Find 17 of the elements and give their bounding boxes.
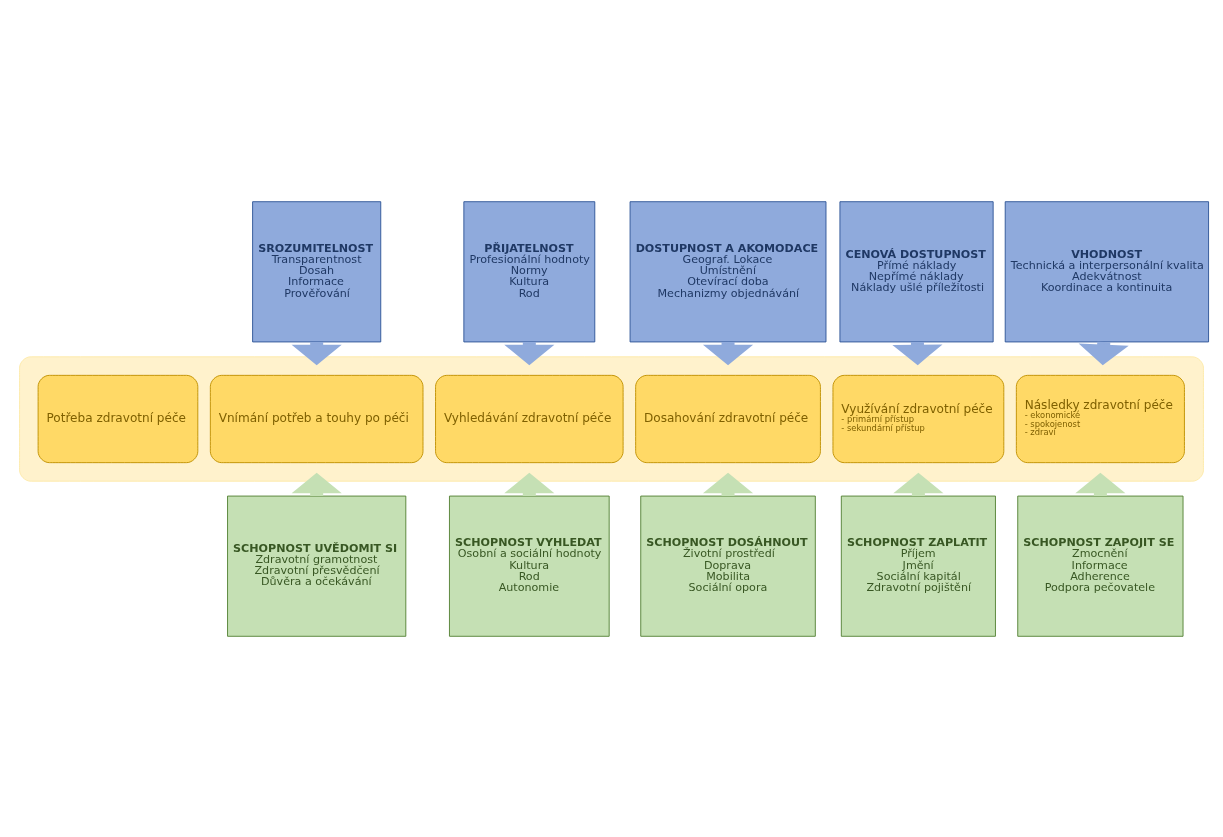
node-box: Vyhledávání zdravotní péče <box>435 374 624 463</box>
node-box: SCHOPNOST ZAPOJIT SE Zmocnění Informace Adherence Podpora pečovatele <box>1017 495 1184 637</box>
node-box: Vnímání potřeb a touhy po péči <box>209 374 424 463</box>
node-box: CENOVÁ DOSTUPNOST Přímé náklady Nepřímé náklady Náklady ušlé příležitosti <box>839 200 994 342</box>
node-box: SCHOPNOST UVĚDOMIT SI Zdravotní gramotnost Zdravotní přesvědčení Důvěra a očekávání <box>227 495 407 637</box>
node-box: VHODNOST Technická a interpersonální kvalita Adekvátnost Koordinace a kontinuita <box>1004 200 1210 342</box>
node-box: SROZUMITELNOST Transparentnost Dosah Informace Prověřování <box>252 200 382 342</box>
node-box: SCHOPNOST DOSÁHNOUT Životní prostředí Doprava Mobilita Sociální opora <box>640 495 816 637</box>
node-box: PŘIJATELNOST Profesionální hodnoty Normy Kultura Rod <box>463 200 596 342</box>
node-box: Potřeba zdravotní péče <box>37 374 199 463</box>
node-box: SCHOPNOST VYHLEDAT Osobní a sociální hodnoty Kultura Rod Autonomie <box>449 495 610 637</box>
node-box: Využívání zdravotní péče - primární přístup - sekundární přístup <box>832 374 1005 463</box>
node-box: DOSTUPNOST A AKOMODACE Geograf. Lokace Umístnění Otevírací doba Mechanizmy objednávání <box>629 200 827 342</box>
node-box: Následky zdravotní péče - ekonomické - spokojenost - zdraví <box>1015 374 1185 463</box>
cluster <box>19 355 1204 482</box>
node-box: Dosahování zdravotní péče <box>635 374 821 463</box>
node-box: SCHOPNOST ZAPLATIT Příjem Jmění Sociální kapitál Zdravotní pojištění <box>840 495 996 637</box>
